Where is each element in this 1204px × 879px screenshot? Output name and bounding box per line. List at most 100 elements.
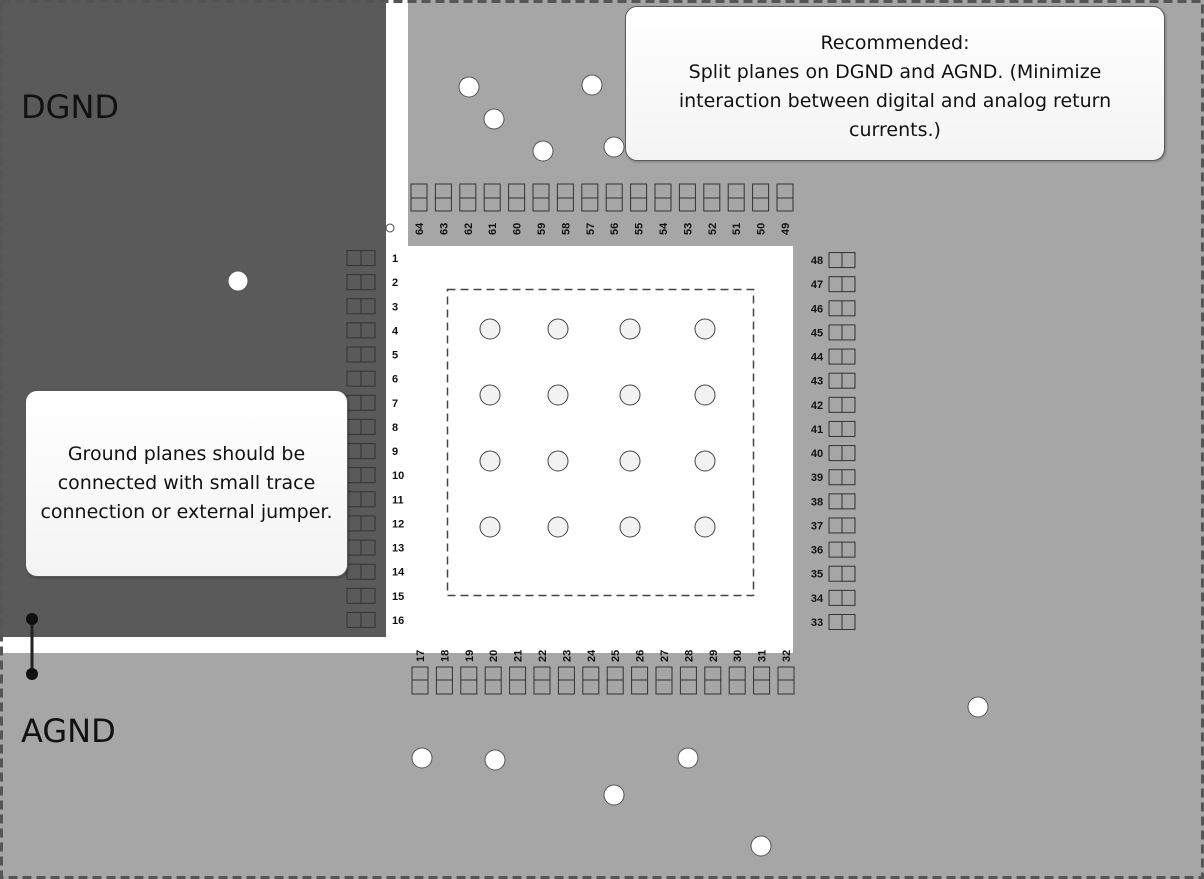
agnd-label: AGND bbox=[21, 712, 116, 750]
pin-number-label: 35 bbox=[811, 569, 823, 581]
pin-pad-right bbox=[828, 565, 856, 582]
pin-number-label: 57 bbox=[585, 223, 597, 235]
pin-number-label: 63 bbox=[438, 223, 450, 235]
thermal-via bbox=[619, 318, 641, 340]
ground-via bbox=[603, 136, 625, 158]
pin-pad-right bbox=[828, 300, 856, 317]
pin-number-label: 62 bbox=[463, 223, 475, 235]
pin-number-label: 51 bbox=[731, 223, 743, 235]
pin-pad-bottom bbox=[582, 666, 600, 695]
ground-via bbox=[484, 749, 506, 771]
pin-number-label: 42 bbox=[811, 400, 823, 412]
pin-number-label: 61 bbox=[487, 223, 499, 235]
pin-pad-bottom bbox=[435, 666, 453, 695]
pin-number-label: 26 bbox=[635, 650, 647, 662]
pin-number-label: 50 bbox=[756, 223, 768, 235]
pin-pad-left bbox=[346, 370, 376, 387]
pin-pad-right bbox=[828, 493, 856, 510]
pin-number-label: 31 bbox=[757, 650, 769, 662]
pin-number-label: 15 bbox=[392, 591, 404, 603]
pin-pad-top bbox=[752, 183, 770, 212]
pin-number-label: 33 bbox=[811, 617, 823, 629]
pin-number-label: 47 bbox=[811, 279, 823, 291]
pin-number-label: 58 bbox=[560, 223, 572, 235]
pin-number-label: 25 bbox=[610, 650, 622, 662]
pin-number-label: 32 bbox=[781, 650, 793, 662]
pin-pad-bottom bbox=[655, 666, 673, 695]
thermal-via bbox=[547, 450, 569, 472]
pin-pad-right bbox=[828, 276, 856, 293]
pin-number-label: 64 bbox=[414, 222, 426, 235]
pin-pad-top bbox=[630, 183, 648, 212]
callout-line: Recommended: bbox=[820, 32, 970, 54]
pin-pad-right bbox=[828, 614, 856, 630]
ground-via bbox=[603, 784, 625, 806]
pin-pad-bottom bbox=[533, 666, 551, 695]
chip-keepout bbox=[386, 0, 793, 653]
pin-number-label: 29 bbox=[708, 650, 720, 662]
thermal-via bbox=[547, 318, 569, 340]
pin-number-label: 14 bbox=[392, 567, 405, 579]
pin-number-label: 49 bbox=[780, 223, 792, 235]
pin-number-label: 12 bbox=[392, 518, 404, 530]
pin-pad-top bbox=[678, 183, 696, 212]
jumper-end-agnd bbox=[26, 668, 38, 680]
pin-pad-bottom bbox=[460, 666, 478, 695]
pin-pad-left bbox=[346, 563, 376, 580]
pin-number-label: 11 bbox=[392, 494, 404, 506]
pin-number-label: 34 bbox=[811, 593, 824, 605]
pin-number-label: 23 bbox=[561, 650, 573, 662]
pin-pad-left bbox=[346, 346, 376, 363]
pin-number-label: 21 bbox=[513, 650, 525, 662]
pin-pad-bottom bbox=[631, 666, 649, 695]
pin-number-label: 18 bbox=[439, 650, 451, 662]
pin-number-label: 24 bbox=[586, 649, 598, 662]
pin1-marker bbox=[385, 223, 395, 233]
pin-pad-left bbox=[346, 322, 376, 339]
pin-number-label: 17 bbox=[415, 650, 427, 662]
recommended-callout: Recommended: Split planes on DGND and AG… bbox=[625, 6, 1165, 161]
pin-pad-right bbox=[828, 348, 856, 365]
pin-pad-left bbox=[346, 298, 376, 315]
pin-pad-right bbox=[828, 252, 856, 269]
callout-line: Ground planes should be bbox=[67, 443, 306, 465]
pin-pad-top bbox=[508, 183, 526, 212]
pin-pad-bottom bbox=[606, 666, 624, 695]
pin-pad-right bbox=[828, 541, 856, 558]
pin-pad-left bbox=[346, 250, 376, 266]
pin-number-label: 13 bbox=[392, 543, 404, 555]
pin-pad-top bbox=[605, 183, 623, 212]
pin-number-label: 38 bbox=[811, 496, 823, 508]
pin-pad-bottom bbox=[557, 666, 575, 695]
pin-number-label: 30 bbox=[732, 650, 744, 662]
callout-line: connection or external jumper. bbox=[40, 501, 333, 523]
thermal-via bbox=[694, 384, 716, 406]
pin-pad-bottom bbox=[484, 666, 502, 695]
thermal-via bbox=[479, 450, 501, 472]
pin-pad-top bbox=[556, 183, 574, 212]
thermal-via bbox=[619, 516, 641, 538]
ground-via bbox=[532, 140, 554, 162]
pin-number-label: 37 bbox=[811, 520, 823, 532]
thermal-via bbox=[479, 318, 501, 340]
pin-number-label: 56 bbox=[609, 223, 621, 235]
thermal-via bbox=[619, 450, 641, 472]
jumper-end-dgnd bbox=[26, 613, 38, 625]
pin-pad-right bbox=[828, 420, 856, 437]
pin-number-label: 1 bbox=[392, 253, 398, 265]
pin-number-label: 6 bbox=[392, 374, 398, 386]
pin-number-label: 3 bbox=[392, 301, 398, 313]
callout-line: currents.) bbox=[849, 119, 941, 141]
pin-pad-top bbox=[581, 183, 599, 212]
pin-pad-top bbox=[410, 183, 428, 212]
pin-pad-top bbox=[654, 183, 672, 212]
pin-number-label: 45 bbox=[811, 327, 823, 339]
pin-number-label: 40 bbox=[811, 448, 823, 460]
pin-number-label: 5 bbox=[392, 350, 398, 362]
pin-pad-left bbox=[346, 611, 376, 628]
pin-pad-top bbox=[434, 183, 452, 212]
callout-line: interaction between digital and analog r… bbox=[678, 90, 1112, 112]
pin-number-label: 48 bbox=[811, 255, 823, 267]
thermal-via bbox=[479, 384, 501, 406]
